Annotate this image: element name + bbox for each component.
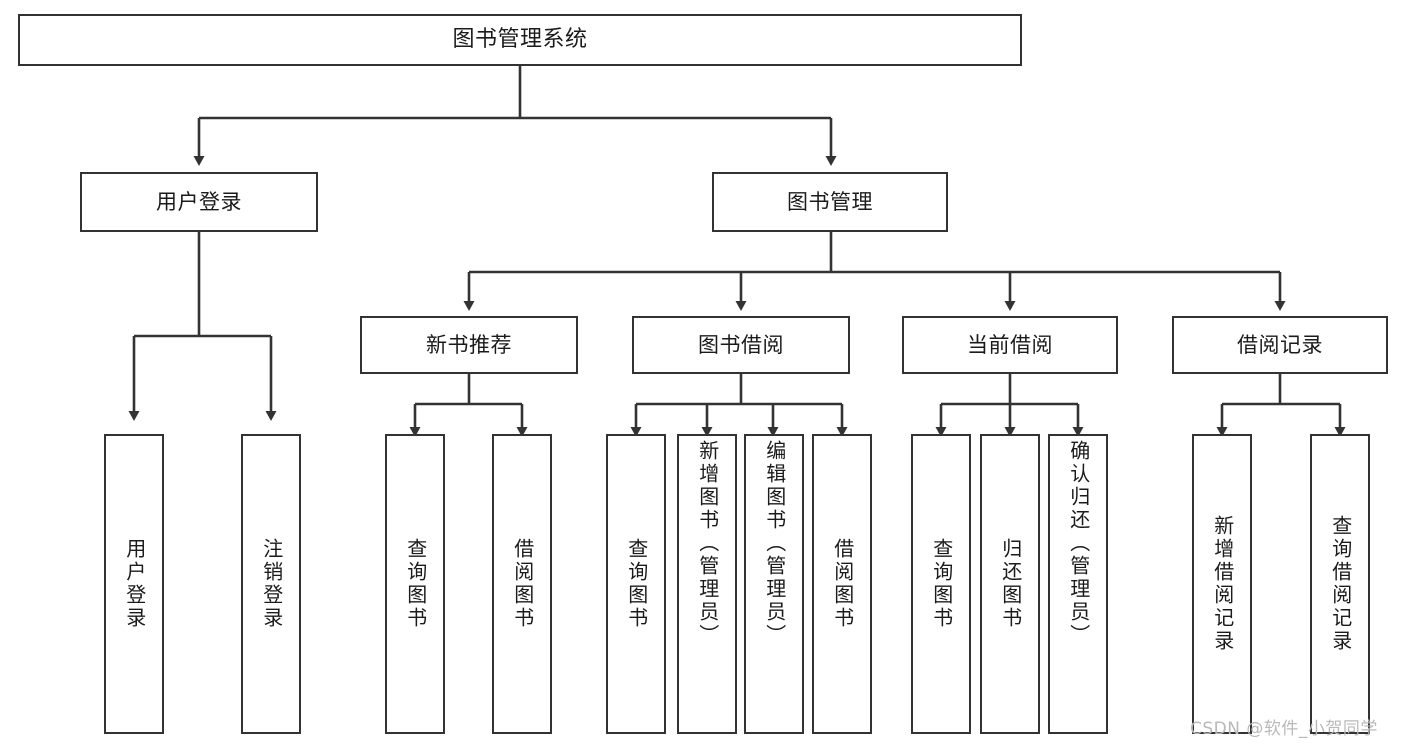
leaf-book-borrow-borrow-books[interactable]: 借阅图书 [812,434,872,734]
node-label: 当前借阅 [967,332,1053,357]
leaf-book-borrow-add-book-admin[interactable]: 新增图书（管理员） [677,434,737,734]
node-label: 确认归还（管理员） [1066,440,1091,647]
csdn-watermark: CSDN @软件_小贺同学 [1190,719,1378,739]
node-label: 图书借阅 [698,332,784,357]
node-label: 编辑图书（管理员） [762,440,787,647]
node-label: 归还图书 [998,538,1023,630]
node-label: 查询借阅记录 [1328,515,1353,653]
node-label: 查询图书 [929,538,954,630]
node-label: 借阅图书 [510,538,535,630]
node-label: 用户登录 [122,538,147,630]
node-label: 查询图书 [403,538,428,630]
node-label: 用户登录 [156,189,242,214]
leaf-user-login-signout[interactable]: 注销登录 [241,434,301,734]
leaf-borrow-record-query-record[interactable]: 查询借阅记录 [1310,434,1370,734]
node-root-book-management-system[interactable]: 图书管理系统 [18,14,1022,66]
node-current-borrow[interactable]: 当前借阅 [902,316,1118,374]
leaf-borrow-record-add-record[interactable]: 新增借阅记录 [1192,434,1252,734]
leaf-new-book-query-books[interactable]: 查询图书 [385,434,445,734]
node-label: 借阅图书 [830,538,855,630]
leaf-book-borrow-query-books[interactable]: 查询图书 [606,434,666,734]
leaf-book-borrow-edit-book-admin[interactable]: 编辑图书（管理员） [744,434,804,734]
node-label: 图书管理系统 [452,27,588,53]
node-new-book-recommendation[interactable]: 新书推荐 [360,316,578,374]
node-label: 新增借阅记录 [1210,515,1235,653]
leaf-new-book-borrow-books[interactable]: 借阅图书 [492,434,552,734]
node-label: 借阅记录 [1237,332,1323,357]
node-label: 新书推荐 [426,332,512,357]
node-label: 新增图书（管理员） [695,440,720,647]
node-book-management[interactable]: 图书管理 [712,172,948,232]
node-book-borrow[interactable]: 图书借阅 [632,316,850,374]
node-label: 查询图书 [624,538,649,630]
leaf-current-borrow-return-books[interactable]: 归还图书 [980,434,1040,734]
leaf-user-login-signin[interactable]: 用户登录 [104,434,164,734]
leaf-current-borrow-confirm-return-admin[interactable]: 确认归还（管理员） [1048,434,1108,734]
node-borrow-record[interactable]: 借阅记录 [1172,316,1388,374]
node-label: 图书管理 [787,189,873,214]
leaf-current-borrow-query-books[interactable]: 查询图书 [911,434,971,734]
node-user-login[interactable]: 用户登录 [80,172,318,232]
node-label: 注销登录 [259,538,284,630]
